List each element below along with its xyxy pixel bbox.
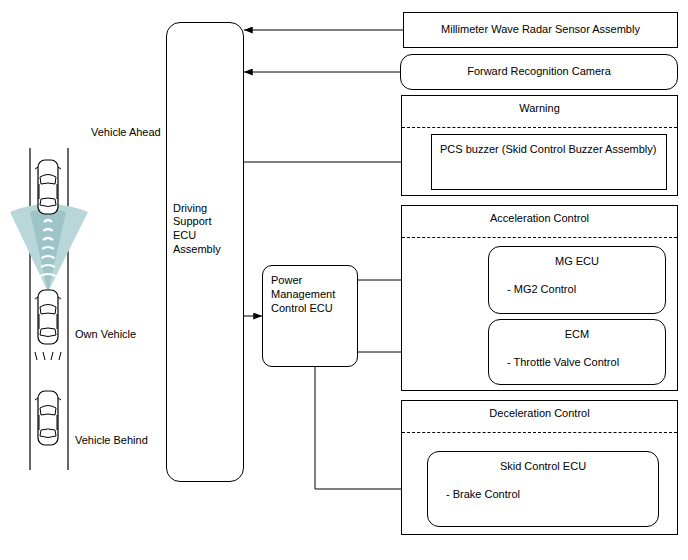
signal-arrow — [244, 316, 262, 317]
ecu-box: ECM - Throttle Valve Control — [488, 319, 666, 385]
divider-line — [402, 237, 677, 238]
ecu-box: Driving Support ECU Assembly — [166, 22, 244, 482]
box-function: - MG2 Control — [497, 283, 657, 297]
ecu-box: Skid Control ECU - Brake Control — [427, 451, 659, 527]
box-function: - Brake Control — [436, 488, 650, 502]
vehicle-label: Own Vehicle — [74, 328, 137, 340]
sensor-box: Millimeter Wave Radar Sensor Assembly — [403, 12, 678, 48]
buzzer-box: PCS buzzer (Skid Control Buzzer Assembly… — [431, 134, 667, 190]
group-heading: Acceleration Control — [402, 206, 677, 226]
box-title: Millimeter Wave Radar Sensor Assembly — [410, 23, 671, 37]
box-title: Forward Recognition Camera — [407, 65, 671, 79]
ecu-box: MG ECU - MG2 Control — [488, 246, 666, 314]
group-panel: WarningPCS buzzer (Skid Control Buzzer A… — [401, 95, 678, 196]
box-title: Skid Control ECU — [436, 460, 650, 474]
group-heading: Warning — [402, 96, 677, 116]
divider-line — [402, 432, 677, 433]
ecu-box: Power Management Control ECU — [262, 265, 358, 367]
signal-arrow — [244, 72, 400, 73]
vehicle-label: Vehicle Behind — [74, 434, 149, 446]
box-title: PCS buzzer (Skid Control Buzzer Assembly… — [440, 143, 658, 157]
box-title: MG ECU — [497, 255, 657, 269]
divider-line — [402, 127, 677, 128]
vehicle-label: Vehicle Ahead — [90, 126, 162, 138]
signal-arrow — [244, 30, 403, 31]
box-title: Driving Support ECU Assembly — [173, 202, 237, 257]
group-panel: Deceleration ControlSkid Control ECU - Br… — [401, 400, 678, 535]
box-title: ECM — [497, 328, 657, 342]
box-function: - Throttle Valve Control — [497, 356, 657, 370]
group-heading: Deceleration Control — [402, 401, 677, 421]
group-panel: Acceleration Control MG ECU - MG2 ControlE… — [401, 205, 678, 391]
camera-box: Forward Recognition Camera — [400, 54, 678, 90]
box-title: Power Management Control ECU — [271, 274, 349, 315]
